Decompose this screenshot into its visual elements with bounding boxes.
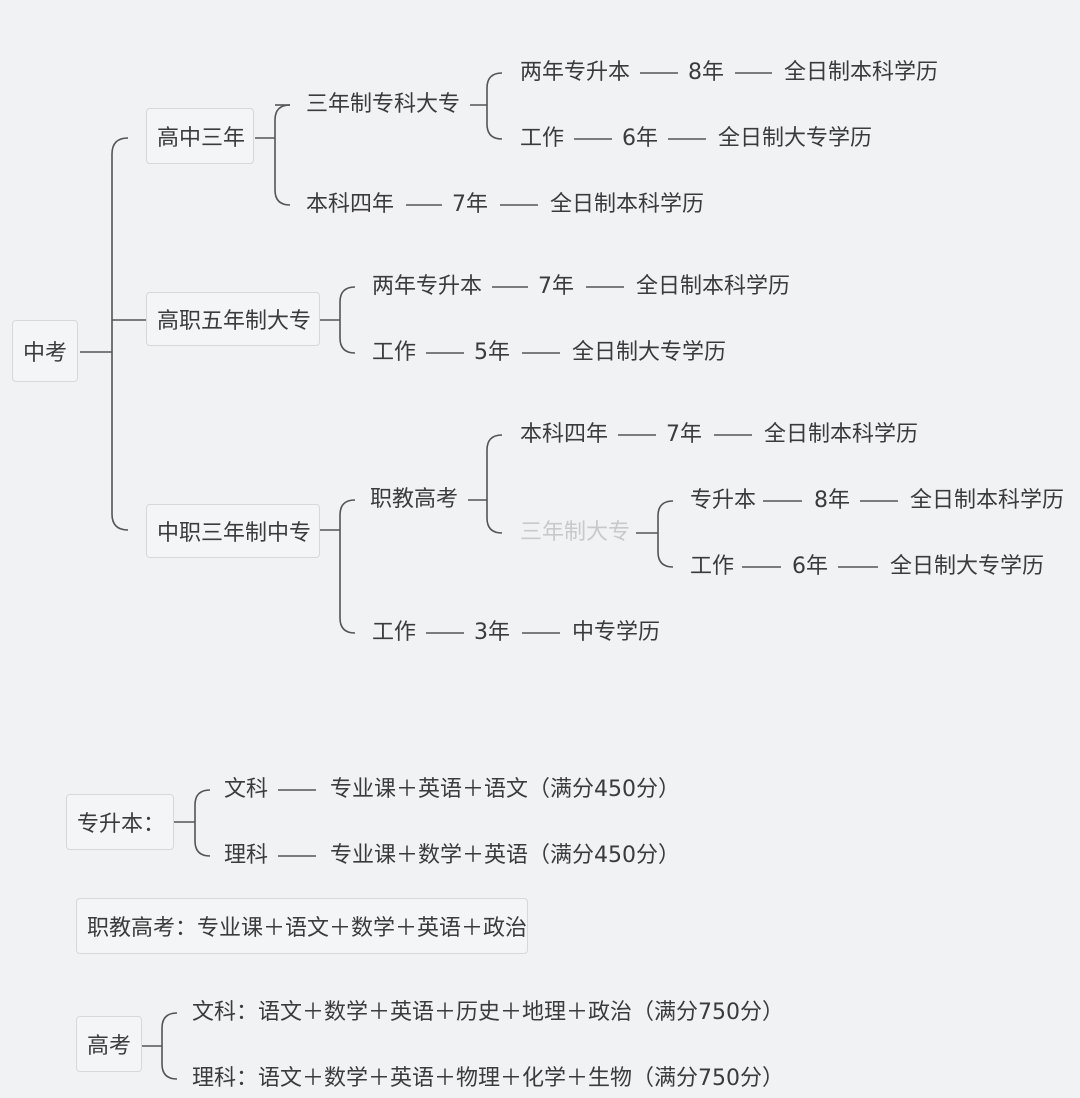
branch-label: 中职三年制中专 — [157, 521, 312, 546]
gaokao-like: 理科：语文＋数学＋英语＋物理＋化学＋生物（满分750分） — [192, 1066, 784, 1091]
duration-label: 6年 — [792, 554, 828, 579]
result-label: 全日制大专学历 — [572, 340, 727, 365]
duration-label: 8年 — [688, 60, 724, 85]
result-label: 全日制本科学历 — [550, 192, 705, 217]
path-label: 工作 — [372, 340, 417, 365]
root-node: 中考 — [12, 320, 78, 382]
branch-label: 高职五年制大专 — [157, 309, 312, 334]
gaokao-label: 高考 — [87, 1034, 132, 1059]
branch-label: 高中三年 — [157, 126, 246, 151]
gaokao-wenke: 文科：语文＋数学＋英语＋历史＋地理＋政治（满分750分） — [192, 1000, 784, 1025]
branch-node-zhongzhi: 中职三年制中专 — [146, 504, 320, 558]
result-label: 中专学历 — [572, 620, 661, 645]
path-label: 两年专升本 — [372, 274, 483, 299]
duration-label: 7年 — [666, 422, 702, 447]
path-label: 本科四年 — [520, 422, 609, 447]
duration-label: 8年 — [814, 488, 850, 513]
zhijiao-gaokao-text: 职教高考：专业课＋语文＋数学＋英语＋政治 — [87, 916, 528, 941]
zhuanshengben-label: 专升本： — [77, 812, 166, 837]
node-sannianzhi-dazhuan: 三年制大专 — [520, 520, 631, 545]
duration-label: 7年 — [538, 274, 574, 299]
branch-node-gaozhong: 高中三年 — [146, 108, 254, 164]
result-label: 全日制大专学历 — [890, 554, 1045, 579]
path-label: 工作 — [372, 620, 417, 645]
gaokao-node: 高考 — [76, 1016, 142, 1072]
node-sannianzhi-zhuanke: 三年制专科大专 — [306, 92, 461, 117]
path-label: 本科四年 — [306, 192, 395, 217]
wenke-label: 文科 — [224, 777, 269, 802]
path-label: 工作 — [520, 126, 565, 151]
duration-label: 3年 — [474, 620, 510, 645]
like-label: 理科 — [224, 843, 269, 868]
path-label: 两年专升本 — [520, 60, 631, 85]
root-label: 中考 — [23, 341, 68, 366]
result-label: 全日制本科学历 — [764, 422, 919, 447]
duration-label: 6年 — [622, 126, 658, 151]
zhijiao-gaokao-box: 职教高考：专业课＋语文＋数学＋英语＋政治 — [76, 898, 528, 954]
result-label: 全日制本科学历 — [910, 488, 1065, 513]
result-label: 全日制本科学历 — [784, 60, 939, 85]
node-zhijiao-gaokao: 职教高考 — [370, 487, 459, 512]
result-label: 全日制大专学历 — [718, 126, 873, 151]
duration-label: 7年 — [452, 192, 488, 217]
result-label: 全日制本科学历 — [636, 274, 791, 299]
path-label: 工作 — [690, 554, 735, 579]
zhuanshengben-node: 专升本： — [66, 794, 174, 850]
like-subjects: 专业课＋数学＋英语（满分450分） — [330, 843, 680, 868]
path-label: 专升本 — [690, 488, 757, 513]
duration-label: 5年 — [474, 340, 510, 365]
wenke-subjects: 专业课＋英语＋语文（满分450分） — [330, 777, 680, 802]
branch-node-gaozhi: 高职五年制大专 — [146, 292, 320, 346]
